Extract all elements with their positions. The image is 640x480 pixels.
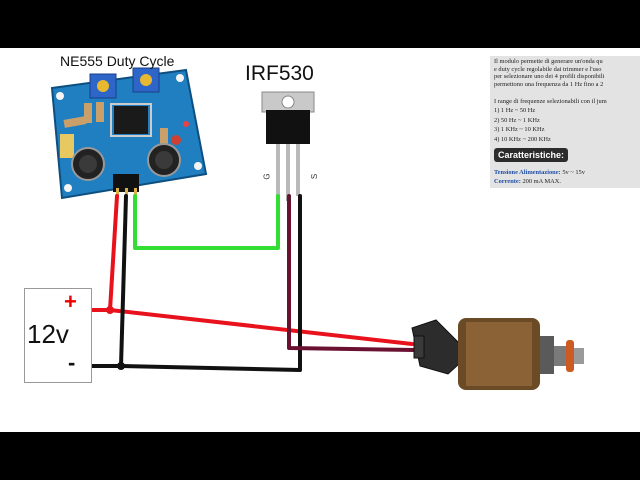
- spec-supply-voltage: Tensione Alimentazione: 5v ~ 15v: [494, 169, 585, 176]
- wire-positive: [88, 194, 119, 312]
- panel-intro-line: e duty cycle regolabile dai trimmer e l'…: [494, 65, 602, 73]
- pin-source-label: S: [310, 173, 320, 180]
- panel-range-title: I range di frequenze selezionabili con i…: [494, 98, 607, 105]
- wiring-diagram: NE555 Duty Cycle IRF530 12v + - G D S Il…: [0, 48, 640, 432]
- supply-voltage-label: 12v: [27, 319, 69, 349]
- range-item: 4) 10 KHz ~ 200 KHz: [494, 135, 551, 143]
- spec-key: Tensione Alimentazione:: [494, 169, 561, 176]
- power-supply-icon: [24, 288, 92, 383]
- wire-drain: [287, 194, 417, 352]
- wire-positive-injector: [108, 308, 414, 346]
- spec-current: Corrente: 200 mA MAX.: [494, 178, 561, 185]
- spec-value: 5v ~ 15v: [562, 169, 585, 176]
- panel-intro: Il modulo permette di generare un'onda q…: [494, 58, 604, 88]
- supply-plus-label: +: [64, 289, 77, 314]
- irf530-mosfet-icon: [261, 91, 315, 196]
- features-badge: Caratteristiche:: [494, 148, 569, 162]
- range-item: 2) 50 Hz ~ 1 KHz: [494, 116, 540, 124]
- wire-ground: [88, 194, 128, 368]
- wire-ground-source: [119, 194, 302, 372]
- module-title: NE555 Duty Cycle: [60, 53, 175, 69]
- panel-intro-line: permettono una frequenza da 1 Hz fino a …: [494, 80, 604, 88]
- supply-minus-label: -: [68, 350, 76, 375]
- panel-ranges-list: 1) 1 Hz ~ 50 Hz 2) 50 Hz ~ 1 KHz 3) 1 KH…: [494, 106, 551, 144]
- ne555-module-icon: [50, 67, 208, 200]
- wire-gate: [133, 194, 280, 250]
- fuel-injector-icon: [411, 318, 584, 390]
- pin-gate-label: G: [262, 173, 272, 180]
- spec-value: 200 mA MAX.: [522, 178, 561, 185]
- range-item: 1) 1 Hz ~ 50 Hz: [494, 107, 536, 114]
- wiring-svg: [50, 67, 584, 390]
- info-panel: Il modulo permette di generare un'onda q…: [490, 56, 640, 188]
- pin-drain-label: D: [286, 196, 292, 203]
- spec-key: Corrente:: [494, 178, 521, 185]
- panel-intro-line: Il modulo permette di generare un'onda q…: [494, 58, 603, 65]
- mosfet-title: IRF530: [245, 62, 314, 85]
- range-item: 3) 1 KHz ~ 10 KHz: [494, 126, 545, 133]
- panel-intro-line: per selezionare uno dei 4 profili dispon…: [494, 73, 605, 81]
